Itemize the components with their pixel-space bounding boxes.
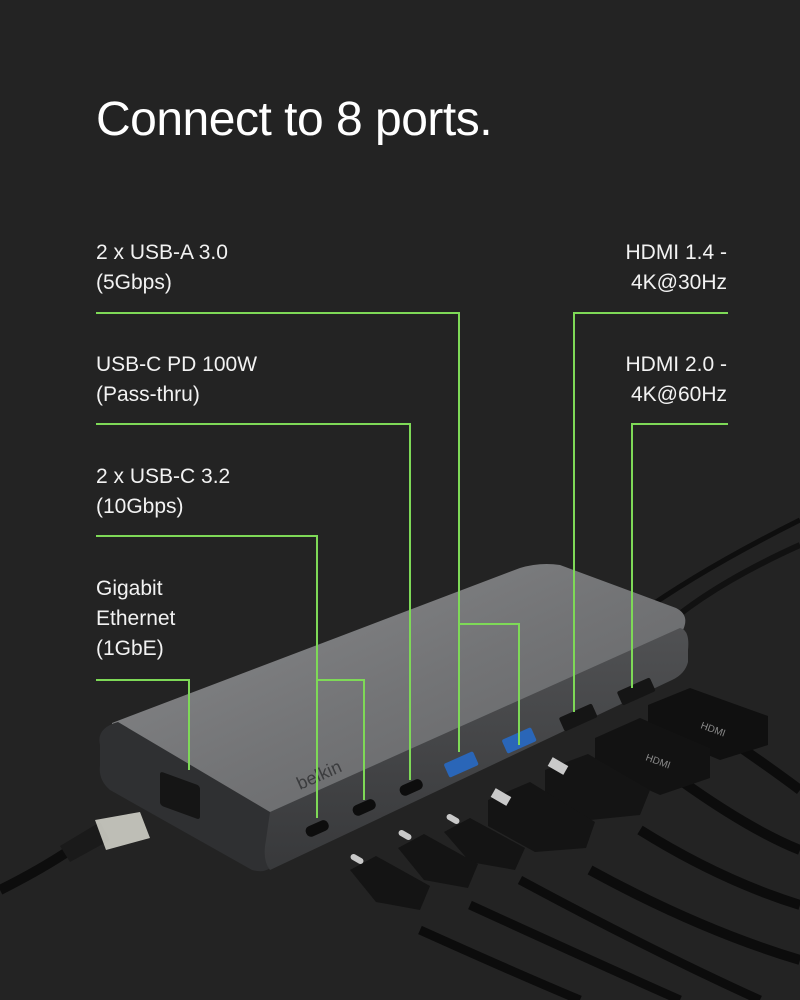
usb-c-plug-1: [350, 856, 430, 910]
usb-c-callout: [96, 535, 318, 818]
usb-a-plug-2: [545, 754, 650, 820]
usb-c-label: 2 x USB-C 3.2 (10Gbps): [96, 462, 230, 522]
usb-c-port-2: [352, 799, 376, 816]
usb-c-plug-2: [398, 834, 478, 888]
hub: belkin: [99, 564, 689, 872]
usb-c-label-line1: 2 x USB-C 3.2: [96, 465, 231, 488]
usb-c-label-line2: (10Gbps): [96, 495, 184, 518]
hdmi20-label: HDMI 2.0 - 4K@60Hz: [625, 350, 727, 410]
usb-a-port-1: [444, 751, 479, 778]
usb-c-callout-2: [317, 679, 365, 800]
usb-a-label-line1: 2 x USB-A 3.0: [96, 241, 228, 264]
ethernet-port: [160, 772, 200, 819]
hdmi20-label-line2: 4K@60Hz: [630, 383, 727, 406]
usb-a-label: 2 x USB-A 3.0 (5Gbps): [96, 238, 228, 298]
usb-c-pd-callout: [96, 423, 411, 780]
usb-c-pd-label-line1: USB-C PD 100W: [96, 353, 258, 376]
usb-a-plug-1: [488, 782, 595, 852]
rear-cable: [634, 517, 800, 619]
hdmi20-label-line1: HDMI 2.0 -: [625, 353, 727, 376]
hub-top: [112, 564, 686, 826]
ethernet-label: Gigabit Ethernet (1GbE): [96, 574, 175, 664]
ethernet-label-line2: Ethernet: [96, 607, 176, 630]
usb-c-pd-plug: [444, 818, 525, 870]
ethernet-callout: [96, 679, 190, 770]
usb-c-port-1: [305, 820, 329, 837]
hdmi20-port: [617, 677, 656, 705]
hdmi14-label-line1: HDMI 1.4 -: [625, 241, 727, 264]
usb-a-label-line2: (5Gbps): [96, 271, 172, 294]
usb-c-pd-port: [399, 779, 423, 796]
cables: HDMI HDMI: [350, 688, 800, 1000]
ethernet-label-line3: (1GbE): [96, 637, 164, 660]
hdmi14-port: [559, 703, 598, 731]
hdmi20-callout: [631, 423, 728, 688]
ethernet-cable: [0, 812, 150, 895]
usb-c-pd-label: USB-C PD 100W (Pass-thru): [96, 350, 257, 410]
hdmi14-label-line2: 4K@30Hz: [630, 271, 727, 294]
hdmi14-label: HDMI 1.4 - 4K@30Hz: [625, 238, 727, 298]
page-title: Connect to 8 ports.: [96, 93, 493, 146]
ethernet-label-line1: Gigabit: [96, 577, 163, 600]
callout-lines: [96, 312, 728, 818]
hdmi14-callout: [573, 312, 728, 712]
usb-c-pd-label-line2: (Pass-thru): [96, 383, 200, 406]
